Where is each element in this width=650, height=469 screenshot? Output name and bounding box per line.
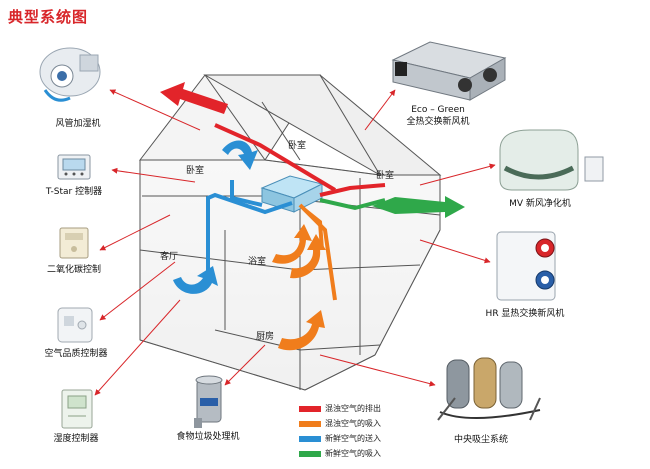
room-bedroom-left: 卧室 bbox=[186, 166, 205, 176]
legend-label: 混浊空气的排出 bbox=[325, 404, 381, 413]
label-tstar-controller: T-Star 控制器 bbox=[45, 187, 103, 197]
room-living: 客厅 bbox=[160, 252, 179, 262]
room-bedroom-right: 卧室 bbox=[376, 171, 395, 181]
exhaust-arrow bbox=[160, 82, 228, 114]
supply-arrow-bedroom bbox=[222, 140, 258, 170]
room-bath: 浴室 bbox=[248, 257, 267, 267]
label-erv-line2: 全热交换新风机 bbox=[406, 117, 470, 127]
house-frame bbox=[138, 74, 442, 391]
diagram-title: 典型系统图 bbox=[8, 8, 89, 26]
hr-ventilator-image bbox=[496, 231, 556, 301]
air-quality-controller-image bbox=[57, 307, 93, 343]
label-duct-humidifier: 风管加湿机 bbox=[55, 119, 101, 129]
erv-image bbox=[391, 41, 507, 101]
supply-arrow-living bbox=[173, 266, 218, 294]
label-mv-purifier: MV 新风净化机 bbox=[509, 199, 571, 209]
orange-return-duct bbox=[298, 203, 337, 301]
humidity-controller-image bbox=[61, 389, 93, 429]
tstar-controller-image bbox=[57, 154, 91, 180]
legend-swatches bbox=[299, 406, 321, 457]
red-exhaust-duct bbox=[214, 123, 386, 197]
intake-arrow bbox=[372, 196, 465, 218]
label-food-disposer: 食物垃圾处理机 bbox=[176, 432, 240, 442]
legend-swatch-supply bbox=[299, 436, 321, 442]
co2-controller-image bbox=[59, 227, 89, 259]
leader-lines bbox=[94, 89, 496, 396]
legend-label: 新鲜空气的吸入 bbox=[325, 449, 381, 458]
legend-swatch-exhaust bbox=[299, 406, 321, 412]
room-kitchen: 厨房 bbox=[256, 332, 275, 342]
return-arrow-kitchen bbox=[278, 310, 325, 351]
disposer-image bbox=[194, 375, 223, 428]
central-vacuum-image bbox=[437, 357, 541, 421]
return-arrow-bath-1 bbox=[272, 224, 312, 264]
label-central-vacuum: 中央吸尘系统 bbox=[453, 435, 509, 445]
label-hr-ventilator: HR 显热交换新风机 bbox=[485, 309, 565, 319]
return-arrow-bath-2 bbox=[290, 234, 326, 279]
legend-swatch-return bbox=[299, 421, 321, 427]
label-erv-line1: Eco – Green bbox=[411, 105, 465, 115]
legend-label: 混浊空气的吸入 bbox=[325, 419, 381, 428]
mv-purifier-image bbox=[499, 129, 604, 191]
blue-supply-duct bbox=[206, 180, 293, 275]
room-bedroom-top: 卧室 bbox=[288, 141, 307, 151]
legend-swatch-intake bbox=[299, 451, 321, 457]
label-humidity-controller: 湿度控制器 bbox=[53, 434, 99, 444]
legend-label: 新鲜空气的送入 bbox=[325, 434, 381, 443]
label-co2-controller: 二氧化碳控制 bbox=[46, 265, 102, 275]
duct-humidifier-image bbox=[39, 47, 101, 102]
green-fresh-duct bbox=[319, 198, 386, 211]
label-air-quality-controller: 空气品质控制器 bbox=[44, 349, 108, 359]
